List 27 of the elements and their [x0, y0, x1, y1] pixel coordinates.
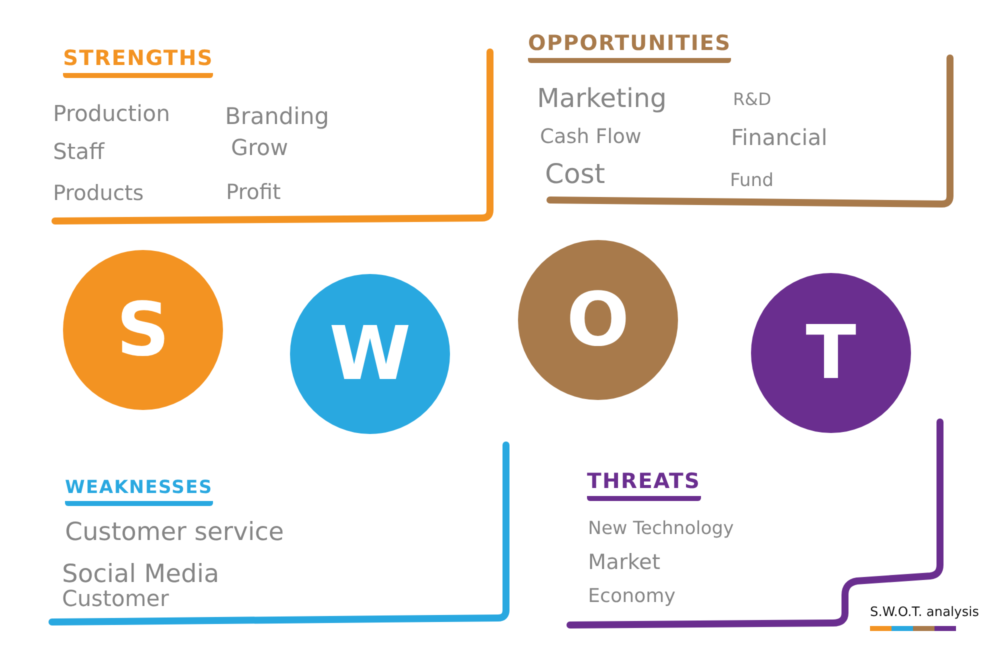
list-item: Social Media — [62, 560, 220, 589]
list-item: Grow — [231, 136, 288, 162]
list-item: Profit — [226, 180, 281, 204]
letter-circle: W — [290, 274, 450, 434]
section-heading: STRENGTHS — [63, 47, 214, 78]
letter-circle: S — [63, 250, 223, 410]
list-item: Staff — [53, 140, 104, 166]
list-item: Cash Flow — [540, 125, 642, 148]
list-item: Production — [53, 102, 170, 128]
section-heading: OPPORTUNITIES — [528, 32, 732, 64]
section-heading: THREATS — [587, 470, 700, 502]
letter-circle: T — [751, 273, 911, 433]
list-item: Market — [588, 550, 660, 574]
list-item: New Technology — [588, 519, 734, 540]
list-item: Fund — [730, 171, 774, 192]
list-item: Branding — [225, 104, 330, 130]
section-heading: WEAKNESSES — [65, 478, 213, 506]
list-item: Cost — [545, 159, 606, 190]
caption-text: S.W.O.T. analysis — [870, 605, 980, 621]
letter-circle: O — [518, 240, 678, 400]
list-item: Marketing — [537, 85, 667, 115]
list-item: Customer — [62, 587, 169, 612]
list-item: Customer service — [65, 518, 284, 547]
list-item: Economy — [588, 586, 676, 608]
list-item: Financial — [731, 126, 828, 152]
list-item: Products — [53, 181, 144, 206]
list-item: R&D — [733, 91, 772, 111]
